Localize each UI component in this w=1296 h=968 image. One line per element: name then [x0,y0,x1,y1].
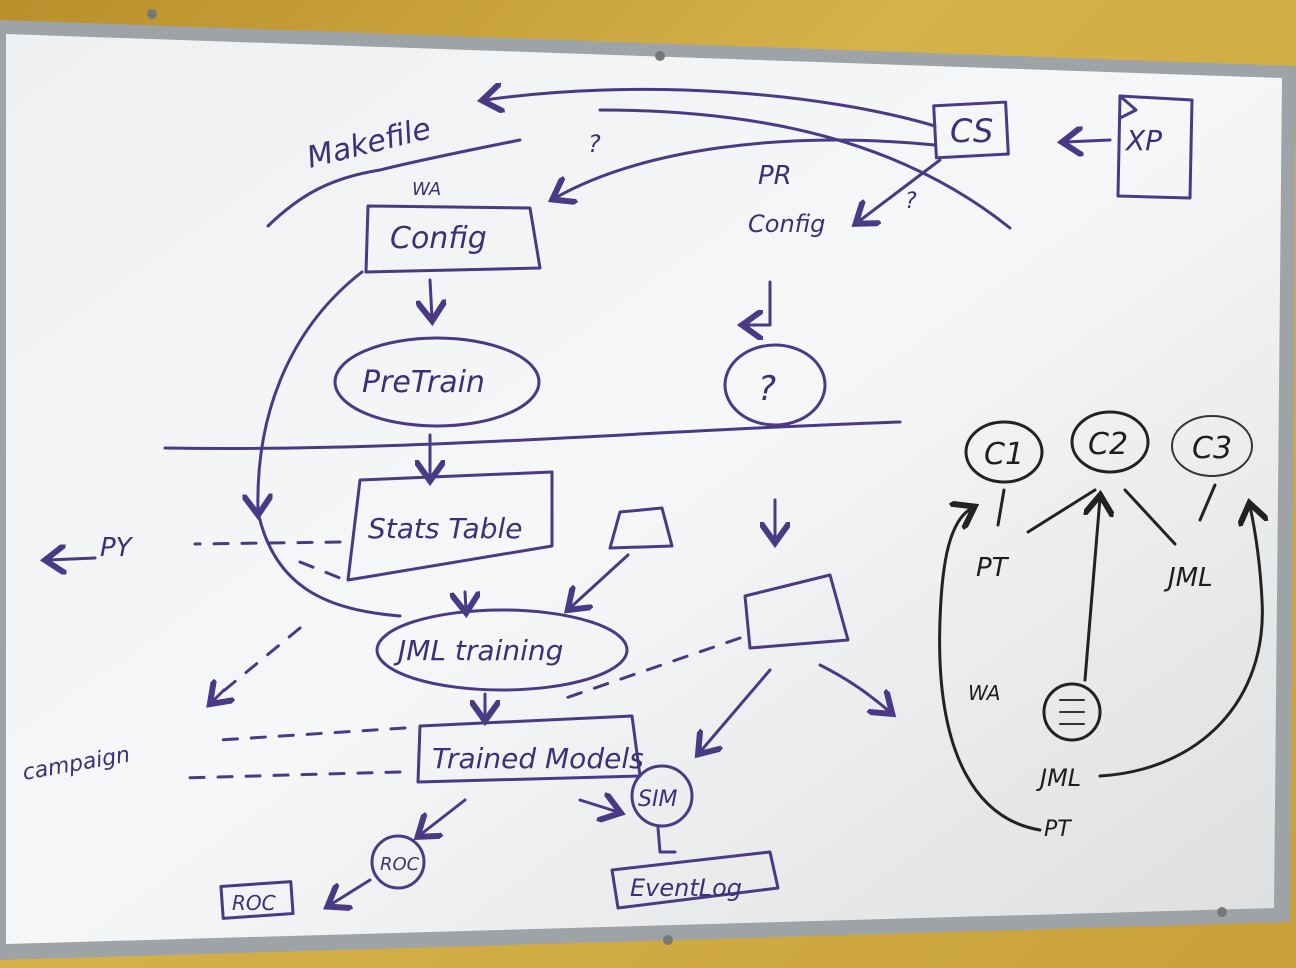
line-wa-c2 [1083,498,1100,682]
svg-text:C3: C3 [1192,431,1232,466]
xp-to-cs-arrow [1065,140,1112,142]
pr-label: PR [758,161,792,191]
event-log-node: EventLog [610,850,780,910]
trapezoid-node [608,506,674,550]
svg-text:CS: CS [950,112,993,150]
cs-to-pr-config-arrow [858,158,942,222]
config-to-stats-curve [258,270,364,512]
py-label: PY [100,533,134,563]
c3-node: C3 [1171,415,1253,477]
left-curve-to-jml [256,510,402,618]
roc-box-node: ROC [219,880,295,920]
arrow-prbox-sim [700,668,772,752]
question-node: ? [723,343,827,427]
sim-node: SIM [630,764,694,828]
arc-top-right [598,108,1012,230]
loop-jml-c3 [1098,506,1262,778]
arrow-prbox-right [818,663,890,712]
svg-text:C2: C2 [1088,427,1128,462]
svg-text:SIM: SIM [638,787,677,812]
svg-text:C1: C1 [984,437,1024,472]
roc-circle-node: ROC [370,834,426,890]
trapezoid-to-jml-arrow [570,553,630,608]
line-c2-jml [1123,488,1177,546]
svg-text:XP: XP [1124,124,1162,157]
sim-to-eventlog-line [656,826,677,854]
line-c1-pt [996,488,1006,527]
screw [663,935,673,945]
config-node: Config [364,204,542,274]
stats-table-node: Stats Table [346,470,554,582]
py-arrow [48,558,97,560]
svg-text:Config: Config [390,221,487,256]
svg-text:ROC: ROC [380,854,420,875]
wa-label: WA [412,179,441,200]
xp-node: XP [1116,94,1194,200]
svg-text:?: ? [758,369,776,409]
arrow-roc-rocbox [330,878,372,905]
pt-top-label: PT [976,553,1010,583]
arrow-config-pretrain [430,278,432,318]
pr-config-label: Config [748,210,825,238]
jml-training-node: JML training [375,608,629,692]
arrow-trained-sim [578,800,618,812]
jml-bottom-label: JML [1036,764,1081,792]
wa-right-label: WA [968,681,1000,705]
screw [1217,907,1227,917]
screw [147,9,157,19]
arrow-trained-roc [420,798,467,835]
svg-text:ROC: ROC [232,891,276,915]
svg-text:EventLog: EventLog [630,874,742,902]
svg-text:PreTrain: PreTrain [362,365,485,400]
cs-to-makefile-arrow [485,89,937,128]
wa-stack-node [1042,682,1102,742]
campaign-dashed-lower [178,770,402,780]
cs-node: CS [932,100,1010,160]
question-mark: ? [905,189,917,214]
arrow-stats-jml [465,590,466,610]
divider-line [163,420,902,450]
line-c3-jml [1198,483,1217,522]
pr-box-node [743,573,850,650]
svg-text:JML training: JML training [393,634,563,667]
svg-text:Stats Table: Stats Table [368,512,522,545]
pt-bottom-label: PT [1044,817,1072,842]
campaign-dashed-upper [218,726,407,742]
c1-node: C1 [964,420,1044,484]
dashed-prbox-left [558,636,742,702]
py-dashed-line [193,540,342,546]
loop-pt-c1 [938,508,1042,832]
arrow-prconfig-question [745,280,772,325]
pretrain-node: PreTrain [333,336,541,428]
jml-right-label: JML [1163,563,1213,593]
board-surface [6,34,1282,944]
c2-node: C2 [1070,410,1150,474]
svg-text:Trained Models: Trained Models [432,742,644,775]
question-mark: ? [588,130,601,158]
dashed-stub [298,560,347,582]
dashed-arrow-head [212,690,224,702]
screw [655,51,665,61]
cs-to-config-arrow [555,138,937,198]
